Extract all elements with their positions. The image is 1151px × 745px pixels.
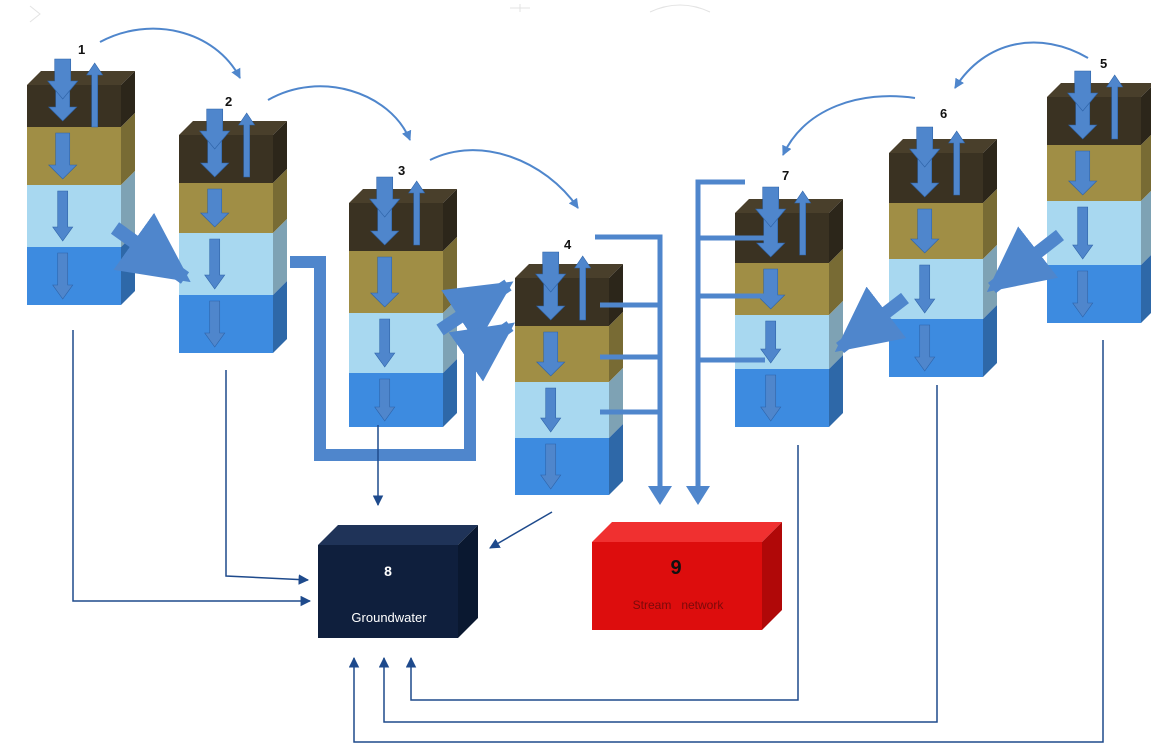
percolation-arrow [47, 90, 78, 122]
precipitation-arrow [47, 58, 79, 100]
aquifer-layer [1047, 255, 1151, 323]
percolation-arrow [204, 300, 226, 348]
evapotranspiration-arrow [794, 190, 812, 256]
percolation-arrow [760, 374, 782, 422]
soil-column-3 [349, 176, 457, 427]
precipitation-arrow [535, 251, 567, 293]
stream-network-box: 9 Stream network [592, 522, 782, 630]
percolation-arrow [914, 324, 936, 372]
subsoil-layer [27, 113, 135, 185]
evapotranspiration-arrow [238, 112, 256, 178]
precipitation-arrow [909, 126, 941, 168]
groundwater-number: 8 [384, 563, 392, 579]
precipitation-arrow [369, 176, 401, 218]
percolation-arrow [535, 331, 566, 377]
top-decoration [29, 4, 711, 23]
percolation-arrow [540, 443, 562, 490]
precipitation-arrow [755, 186, 787, 228]
percolation-arrow [1072, 270, 1094, 318]
aquifer-layer [735, 355, 843, 427]
column-label-3: 3 [398, 163, 405, 178]
topsoil-layer [27, 71, 135, 127]
percolation-arrow [199, 188, 230, 228]
topsoil-layer [349, 189, 457, 251]
precipitation-arrow [199, 108, 231, 150]
soil-column-4 [515, 251, 623, 495]
percolation-arrow [1067, 102, 1098, 140]
percolation-arrow [47, 132, 78, 180]
stream-number: 9 [670, 557, 681, 579]
aquifer-layer [179, 281, 287, 353]
evapotranspiration-arrow [86, 62, 104, 128]
soil-column-7 [735, 186, 843, 427]
topsoil-layer [1047, 83, 1151, 145]
column-label-1: 1 [78, 42, 85, 57]
evapotranspiration-arrow [574, 255, 592, 321]
column-label-4: 4 [564, 237, 572, 252]
evapotranspiration-arrow [408, 180, 426, 246]
percolation-arrow [535, 283, 566, 321]
groundwater-box: 8 Groundwater [318, 525, 478, 638]
evapotranspiration-arrow [948, 130, 966, 196]
lateral-flow-arrows [110, 212, 1064, 461]
topsoil-layer [889, 139, 997, 203]
subsoil-layer [179, 169, 287, 233]
percolation-arrow [52, 252, 74, 300]
subsoil-layer [515, 312, 623, 382]
percolation-arrow [199, 140, 230, 178]
unsaturated-layer [515, 368, 623, 438]
percolation-arrow [1072, 206, 1094, 260]
soil-column-1 [27, 58, 135, 305]
aquifer-layer [515, 424, 623, 495]
groundwater-label: Groundwater [351, 610, 427, 625]
topsoil-layer [735, 199, 843, 263]
percolation-arrow [914, 264, 936, 314]
percolation-arrow [369, 256, 400, 308]
column-label-2: 2 [225, 94, 232, 109]
percolation-arrow [374, 318, 396, 368]
percolation-arrow [369, 208, 400, 246]
unsaturated-layer [1047, 191, 1151, 265]
percolation-arrow [1067, 150, 1098, 196]
soil-column-2 [179, 108, 287, 353]
percolation-arrow [909, 208, 940, 254]
column-label-6: 6 [940, 106, 947, 121]
percolation-arrow [374, 378, 396, 422]
aquifer-layer [349, 359, 457, 427]
percolation-arrow [52, 190, 74, 242]
stream-label: Stream network [633, 598, 725, 612]
topsoil-layer [179, 121, 287, 183]
evapotranspiration-arrow [1106, 74, 1124, 140]
soil-column-6 [889, 126, 997, 377]
percolation-arrow [760, 320, 782, 364]
aquifer-layer [27, 233, 135, 305]
percolation-arrow [909, 158, 940, 198]
percolation-arrow [204, 238, 226, 290]
unsaturated-layer [179, 219, 287, 295]
stream-collection-pipes [595, 179, 765, 488]
curved-transfer-arrows [99, 27, 1089, 209]
stream-inflow-arrowheads [648, 486, 710, 505]
topsoil-layer [515, 264, 623, 326]
groundwater-links [72, 330, 1104, 743]
column-label-7: 7 [782, 168, 789, 183]
soil-column-5 [1047, 70, 1151, 323]
percolation-arrow [540, 387, 562, 433]
column-label-5: 5 [1100, 56, 1107, 71]
precipitation-arrow [1067, 70, 1099, 112]
subsoil-layer [1047, 135, 1151, 201]
percolation-arrow [755, 218, 786, 258]
